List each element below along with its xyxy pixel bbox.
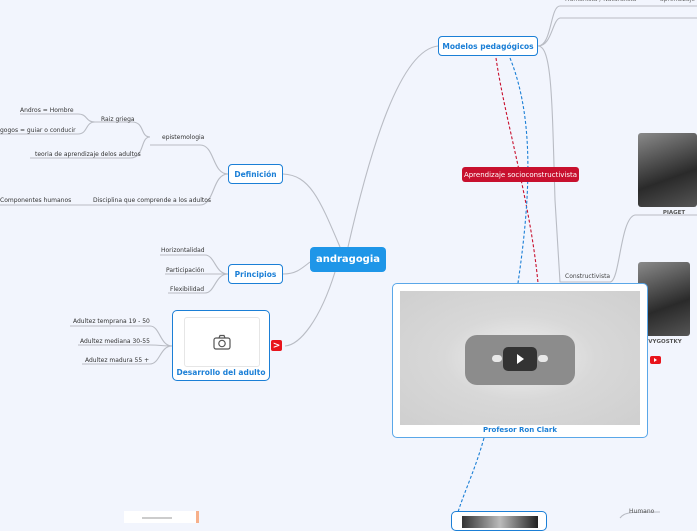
leaf-andros[interactable]: Andros = Hombre <box>20 107 74 114</box>
node-modelos-pedagogicos[interactable]: Modelos pedagógicos <box>438 36 538 56</box>
leaf-humano[interactable]: Humano <box>629 508 655 515</box>
leaf-teoria[interactable]: teoria de aprendizaje delos adultos <box>35 151 141 158</box>
caption-piaget: PIAGET <box>662 210 686 216</box>
leaf-raiz-griega[interactable]: Raiz griega <box>101 116 135 123</box>
leaf-participacion[interactable]: Participación <box>166 267 205 274</box>
leaf-constructivista[interactable]: Constructivista <box>565 273 611 280</box>
node-video[interactable]: Profesor Ron Clark <box>392 283 648 438</box>
leaf-adultez-temprana[interactable]: Adultez temprana 19 - 50 <box>73 318 150 325</box>
bottom-left-node[interactable] <box>124 511 199 523</box>
play-button-icon[interactable] <box>503 347 537 371</box>
leaf-epistemologia[interactable]: epistemologia <box>162 134 205 141</box>
camera-icon <box>213 334 231 350</box>
root-node[interactable]: andragogia <box>310 247 386 272</box>
video-thumbnail[interactable] <box>400 291 640 425</box>
leaf-aprendizaje-cut[interactable]: aprendizaje <box>660 0 695 3</box>
photo-piaget <box>638 133 697 207</box>
leaf-agogos[interactable]: gogos = guiar o conducir <box>0 127 76 134</box>
video-caption: Profesor Ron Clark <box>482 426 558 434</box>
connector-lines <box>0 5 697 519</box>
node-desarrollo-label: Desarrollo del adulto <box>176 368 266 377</box>
node-bottom-image[interactable] <box>451 511 547 531</box>
bottom-left-text-placeholder <box>142 517 172 519</box>
leaf-flexibilidad[interactable]: Flexibilidad <box>170 286 205 293</box>
video-dot-left <box>492 355 502 362</box>
leaf-disciplina[interactable]: Disciplina que comprende a los adultos <box>93 197 212 204</box>
video-dot-right <box>538 355 548 362</box>
collapse-toggle-icon[interactable]: > <box>271 340 282 351</box>
image-placeholder <box>184 317 260 367</box>
leaf-componentes[interactable]: Componentes humanos <box>0 197 72 204</box>
node-desarrollo-adulto[interactable]: Desarrollo del adulto <box>172 310 270 381</box>
node-principios[interactable]: Principios <box>228 264 283 284</box>
leaf-adultez-madura[interactable]: Adultez madura 55 + <box>85 357 150 364</box>
bottom-photo <box>462 516 538 528</box>
leaf-humanista[interactable]: Humanista / Naturalista <box>565 0 636 3</box>
leaf-adultez-mediana[interactable]: Adultez mediana 30-55 <box>80 338 150 345</box>
leaf-horizontalidad[interactable]: Horizontalidad <box>161 247 205 254</box>
caption-vygotsky: VYGOSTKY <box>648 339 682 345</box>
youtube-icon[interactable] <box>650 356 661 364</box>
node-definicion[interactable]: Definición <box>228 164 283 184</box>
relation-label[interactable]: Aprendizaje socioconstructivista <box>462 167 579 182</box>
